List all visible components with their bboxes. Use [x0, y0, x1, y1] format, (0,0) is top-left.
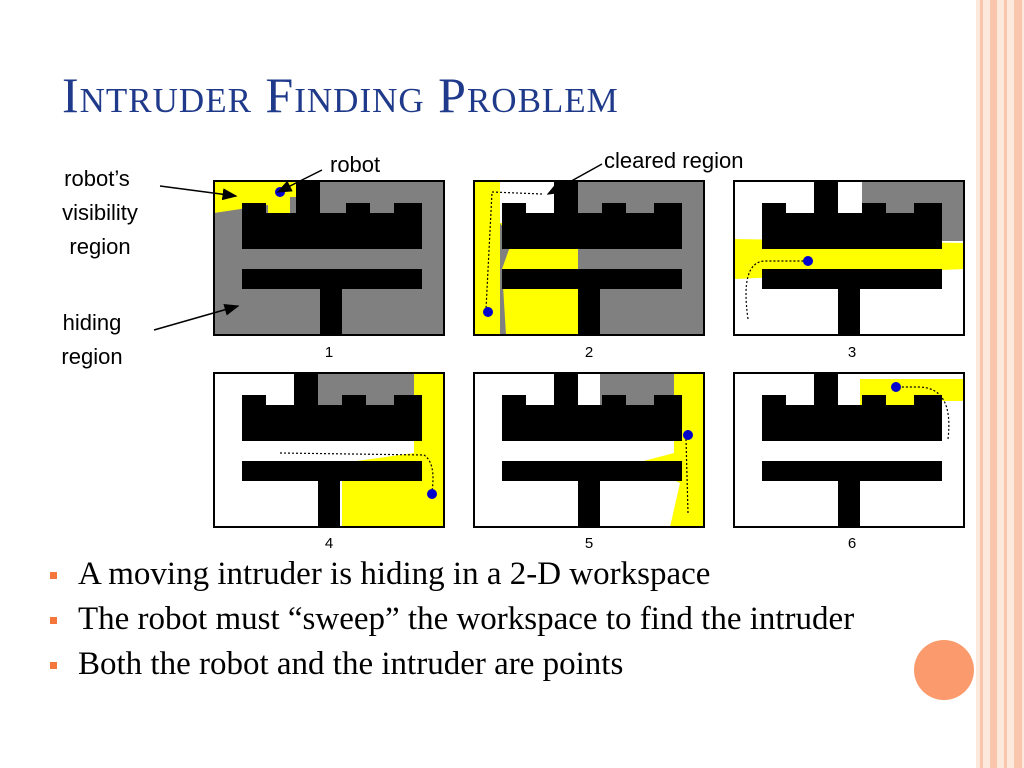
bullet-marker — [50, 617, 57, 624]
panel-6 — [733, 372, 965, 528]
panel-5 — [473, 372, 705, 528]
bullet-marker — [50, 572, 57, 579]
bullet-marker — [50, 662, 57, 669]
bullet-item: Both the robot and the intruder are poin… — [44, 646, 974, 682]
panel-2 — [473, 180, 705, 336]
panel-number-2: 2 — [585, 344, 593, 361]
panel-number-3: 3 — [848, 344, 856, 361]
decorative-circle — [914, 640, 974, 700]
decorative-stripes — [976, 0, 1024, 768]
bullet-item: The robot must “sweep” the workspace to … — [44, 601, 974, 637]
label-robot: robot — [330, 152, 380, 177]
bullet-list: A moving intruder is hiding in a 2-D wor… — [44, 556, 974, 691]
label-hiding-line-2: region — [61, 344, 122, 369]
bullet-text: The robot must “sweep” the workspace to … — [78, 601, 855, 637]
panel-number-4: 4 — [325, 535, 333, 552]
label-visibility-line-1: robot’s — [64, 166, 130, 191]
bullet-text: A moving intruder is hiding in a 2-D wor… — [78, 556, 711, 592]
panel-4 — [213, 372, 445, 528]
bullet-item: A moving intruder is hiding in a 2-D wor… — [44, 556, 974, 592]
label-cleared-region: cleared region — [604, 148, 743, 173]
label-visibility-line-2: visibility — [62, 200, 138, 225]
panel-number-1: 1 — [325, 344, 333, 361]
label-hiding-line-1: hiding — [63, 310, 122, 335]
bullet-text: Both the robot and the intruder are poin… — [78, 646, 624, 682]
panel-1 — [213, 180, 445, 336]
panel-3 — [733, 180, 965, 336]
slide-title: Intruder Finding Problem — [62, 67, 619, 123]
panel-number-6: 6 — [848, 535, 856, 552]
panel-number-5: 5 — [585, 535, 593, 552]
label-visibility-line-3: region — [69, 234, 130, 259]
